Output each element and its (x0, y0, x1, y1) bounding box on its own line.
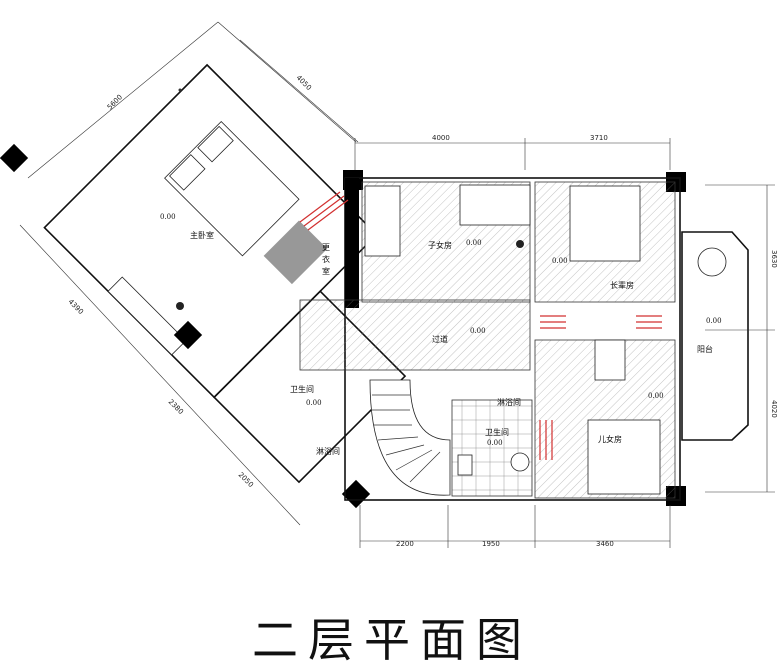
level-elder: 0.00 (552, 257, 568, 265)
daughter-bed (364, 185, 401, 257)
level-master: 0.00 (160, 213, 176, 221)
girl-desk (594, 339, 626, 381)
dim-bottom-1: 2200 (396, 540, 414, 548)
master-bed (164, 120, 300, 257)
dressing-wall (345, 178, 359, 308)
room-label-corridor: 过道 (432, 334, 448, 344)
dim-top-left: 4000 (432, 134, 450, 142)
room-label-master: 主卧室 (190, 230, 214, 240)
room-label-daughter: 子女房 (428, 240, 452, 250)
room-label-bath-mid: 卫生间 (485, 427, 509, 437)
level-bath-mid: 0.00 (487, 439, 503, 447)
radiator-marks (299, 191, 662, 460)
bed-pillow-2 (169, 154, 206, 191)
corridor-floor (299, 299, 531, 371)
top-dimension-line (354, 138, 671, 170)
dim-bottom-2: 1950 (482, 540, 500, 548)
room-label-shower-left: 淋浴间 (316, 446, 340, 456)
balcony-floor (681, 231, 749, 441)
dim-diag-left-b: 2380 (167, 398, 185, 416)
bottom-dimension-line (359, 505, 671, 548)
right-dimension-line (705, 184, 775, 493)
elder-bed (569, 185, 641, 262)
page-title: 二层平面图 (252, 613, 532, 667)
level-daughter: 0.00 (466, 239, 482, 247)
wardrobe-left (107, 276, 187, 356)
daughter-desk (459, 184, 531, 226)
room-label-dressing-2: 衣 (322, 254, 330, 264)
flower-icon (176, 240, 524, 310)
room-label-girl: 儿女房 (598, 434, 622, 444)
dim-diag-left-a: 4390 (67, 298, 85, 316)
diagonal-dimension-lines (19, 21, 359, 526)
bath-mid-floor (451, 399, 533, 497)
girl-bed (587, 419, 661, 495)
dim-diag-top-a: 5600 (106, 93, 124, 111)
level-girl: 0.00 (648, 392, 664, 400)
room-label-dressing-3: 室 (322, 266, 330, 276)
bed-pillow-1 (197, 125, 234, 163)
basin (510, 452, 530, 472)
room-label-dressing-1: 更 (322, 243, 330, 252)
stair-treads (372, 394, 441, 483)
dim-right-lower: 4020 (770, 400, 778, 418)
rug (263, 220, 328, 285)
room-label-elder: 长辈房 (610, 280, 634, 290)
plant-icon (697, 247, 727, 277)
column-marker (341, 479, 371, 509)
dim-bottom-3: 3460 (596, 540, 614, 548)
column-marker (0, 143, 29, 173)
room-label-bath-left: 卫生间 (290, 384, 314, 394)
dim-top-right: 3710 (590, 134, 608, 142)
room-label-balcony: 阳台 (697, 344, 713, 354)
level-bath-left: 0.00 (306, 399, 322, 407)
level-balcony: 0.00 (706, 317, 722, 325)
toilet (457, 454, 473, 476)
dim-right-upper: 3630 (770, 250, 778, 268)
level-corridor: 0.00 (470, 327, 486, 335)
room-label-shower-mid: 淋浴间 (497, 397, 521, 407)
